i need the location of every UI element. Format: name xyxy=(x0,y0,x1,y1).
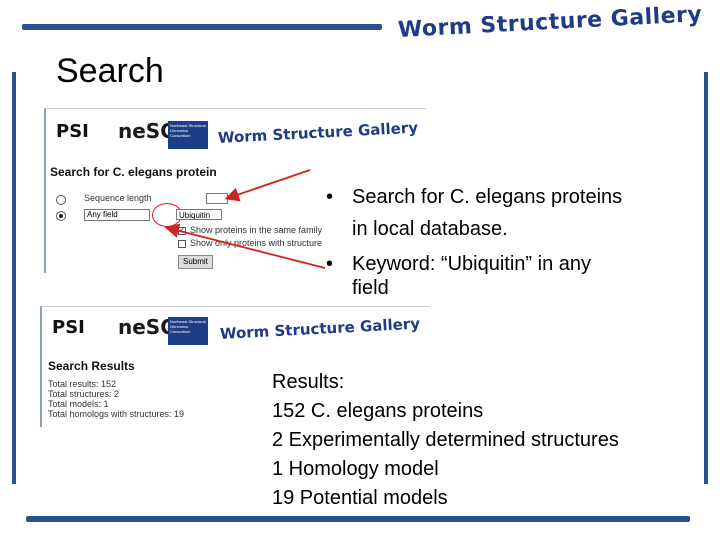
psi-logo: PSI xyxy=(52,317,85,338)
psi-logo: PSI xyxy=(56,121,89,142)
results-line: 1 Homology model xyxy=(272,458,439,480)
structure-only-label: Show only proteins with structure xyxy=(190,238,323,248)
result-line: Total results: 152 xyxy=(48,379,117,389)
results-line: Results: xyxy=(272,371,345,393)
keyword-input[interactable]: Ubiquitin xyxy=(176,209,222,220)
submit-button[interactable]: Submit xyxy=(178,255,213,269)
consortium-badge: Northeast Structural Genomics Consortium xyxy=(168,121,208,149)
result-line: Total homologs with structures: 19 xyxy=(48,409,185,419)
results-line: 19 Potential models xyxy=(272,487,448,509)
consortium-badge: Northeast Structural Genomics Consortium xyxy=(168,317,208,345)
sequence-length-label: Sequence length xyxy=(84,193,152,203)
results-line: 2 Experimentally determined structures xyxy=(272,429,619,451)
result-line: Total models: 1 xyxy=(48,399,109,409)
left-rule xyxy=(12,72,16,484)
bottom-rule xyxy=(26,516,690,522)
radio-icon[interactable] xyxy=(56,211,66,221)
bullet-icon: • xyxy=(326,186,334,208)
arrow-icon xyxy=(164,223,326,269)
results-summary: Results: 152 C. elegans proteins 2 Exper… xyxy=(272,368,619,513)
checkbox-icon[interactable] xyxy=(178,240,186,248)
bullet-line: Keyword: “Ubiquitin” in any xyxy=(352,253,591,275)
nesg-logo: neSG xyxy=(118,119,177,143)
bullet-line: field xyxy=(352,277,389,299)
right-rule xyxy=(704,72,708,484)
top-rule xyxy=(22,24,382,30)
bullet-icon: • xyxy=(326,253,334,275)
slide-title: Search xyxy=(56,52,164,90)
bullet-line: in local database. xyxy=(352,218,508,240)
same-family-label: Show proteins in the same family xyxy=(190,225,323,235)
results-line: 152 C. elegans proteins xyxy=(272,400,484,422)
search-heading: Search for C. elegans protein xyxy=(50,165,217,179)
bullet-line: Search for C. elegans proteins xyxy=(352,186,623,208)
field-select[interactable]: Any field xyxy=(84,209,150,221)
radio-icon[interactable] xyxy=(56,195,66,205)
results-heading: Search Results xyxy=(48,359,135,373)
result-line: Total structures: 2 xyxy=(48,389,120,399)
arrow-icon xyxy=(224,169,311,202)
search-results-screenshot: PSI neSG Northeast Structural Genomics C… xyxy=(40,306,430,427)
nesg-logo: neSG xyxy=(118,315,177,339)
